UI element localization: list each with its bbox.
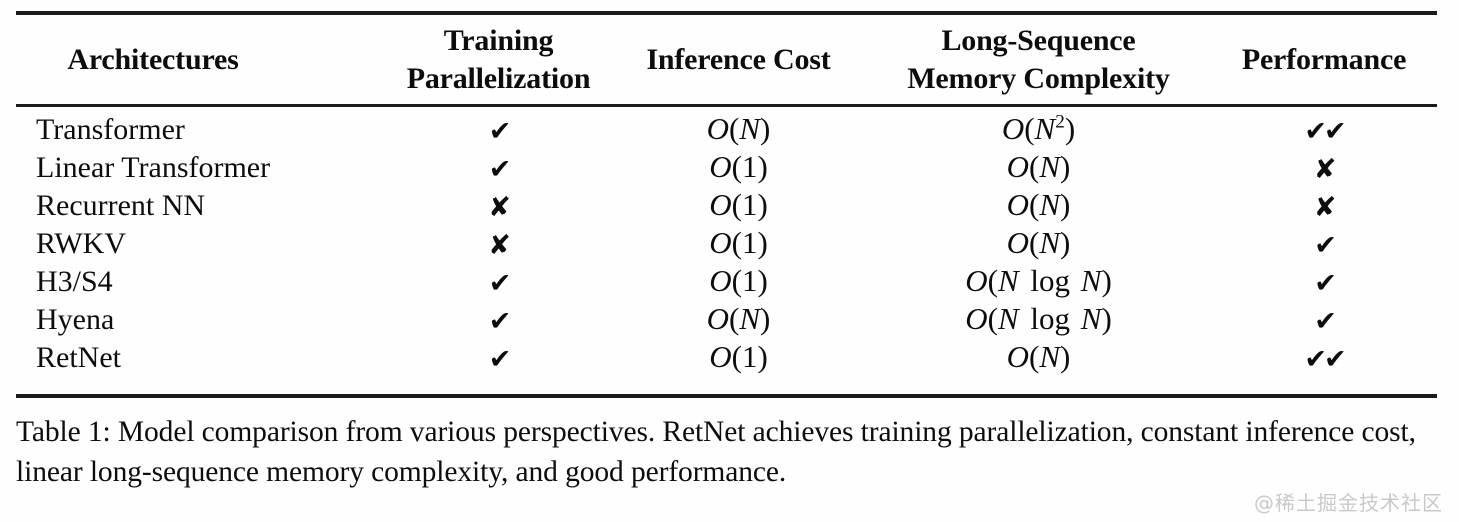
check-icon: ✔✔ xyxy=(1304,115,1346,147)
table-bottom-rule xyxy=(16,394,1437,398)
complexity-value: O(N log N) xyxy=(965,301,1112,336)
table-row: Linear Transformer ✔ O(1) O(N) ✘ xyxy=(16,148,1437,186)
cell-architecture: RetNet xyxy=(36,340,121,374)
cell-training-parallelization: ✔ xyxy=(386,104,611,148)
cross-icon: ✘ xyxy=(1313,153,1337,185)
cell-training-parallelization: ✔ xyxy=(386,148,611,186)
table-header-rule xyxy=(16,104,1437,107)
cell-performance: ✔ xyxy=(1211,262,1437,300)
cell-training-parallelization: ✘ xyxy=(386,224,611,262)
cross-icon: ✘ xyxy=(488,191,511,223)
complexity-value: O(N2) xyxy=(1001,111,1076,146)
cell-performance: ✘ xyxy=(1211,186,1437,224)
cell-architecture: H3/S4 xyxy=(36,264,113,298)
table-row: Recurrent NN ✘ O(1) O(N) ✘ xyxy=(16,186,1437,224)
cell-architecture: Transformer xyxy=(36,112,185,146)
cell-training-parallelization: ✘ xyxy=(386,186,611,224)
cell-memory-complexity: O(N) xyxy=(866,224,1211,262)
check-icon: ✔ xyxy=(488,115,512,147)
table-row: H3/S4 ✔ O(1) O(N log N) ✔ xyxy=(16,262,1437,300)
cell-memory-complexity: O(N) xyxy=(866,186,1211,224)
model-comparison-table: Architectures Training Parallelization I… xyxy=(16,15,1437,376)
check-icon: ✔✔ xyxy=(1304,343,1346,375)
check-icon: ✔ xyxy=(488,267,512,299)
cell-training-parallelization: ✔ xyxy=(386,300,611,338)
cell-inference-cost: O(N) xyxy=(611,104,866,148)
cell-memory-complexity: O(N) xyxy=(866,338,1211,376)
table-row: RWKV ✘ O(1) O(N) ✔ xyxy=(16,224,1437,262)
table-head: Architectures Training Parallelization I… xyxy=(16,15,1437,104)
cell-architecture: RWKV xyxy=(36,226,126,260)
cross-icon: ✘ xyxy=(1313,191,1337,223)
cell-architecture: Linear Transformer xyxy=(36,150,271,184)
complexity-value: O(N) xyxy=(1006,187,1071,222)
cell-architecture: Recurrent NN xyxy=(36,188,206,222)
check-icon: ✔ xyxy=(488,153,512,185)
table-body: Transformer ✔ O(N) O(N2) ✔✔ Linear Trans… xyxy=(16,104,1437,376)
complexity-value: O(1) xyxy=(709,225,768,260)
check-icon: ✔ xyxy=(488,343,512,375)
cell-performance: ✔ xyxy=(1211,300,1437,338)
check-icon: ✔ xyxy=(1314,267,1337,299)
complexity-value: O(N) xyxy=(1006,149,1071,184)
cell-performance: ✔✔ xyxy=(1211,104,1437,148)
table-row: Transformer ✔ O(N) O(N2) ✔✔ xyxy=(16,104,1437,148)
cell-architecture: Hyena xyxy=(36,302,115,336)
cell-performance: ✔ xyxy=(1211,224,1437,262)
column-header-training-parallelization: Training Parallelization xyxy=(406,23,591,95)
cell-inference-cost: O(1) xyxy=(611,262,866,300)
cell-performance: ✔✔ xyxy=(1211,338,1437,376)
cell-inference-cost: O(1) xyxy=(611,148,866,186)
cell-performance: ✘ xyxy=(1211,148,1437,186)
column-header-inference-cost: Inference Cost xyxy=(646,42,831,76)
column-header-memory-complexity: Long-Sequence Memory Complexity xyxy=(907,23,1170,95)
complexity-value: O(1) xyxy=(709,149,768,184)
table-caption: Table 1: Model comparison from various p… xyxy=(16,416,1416,488)
cell-memory-complexity: O(N2) xyxy=(866,104,1211,148)
complexity-value: O(1) xyxy=(709,263,768,298)
complexity-value: O(1) xyxy=(709,339,768,374)
check-icon: ✔ xyxy=(488,305,512,337)
table-row: RetNet ✔ O(1) O(N) ✔✔ xyxy=(16,338,1437,376)
cell-inference-cost: O(1) xyxy=(611,186,866,224)
complexity-value: O(N) xyxy=(1006,339,1071,374)
cell-memory-complexity: O(N log N) xyxy=(866,300,1211,338)
cell-training-parallelization: ✔ xyxy=(386,338,611,376)
cell-memory-complexity: O(N) xyxy=(866,148,1211,186)
cell-inference-cost: O(N) xyxy=(611,300,866,338)
cross-icon: ✘ xyxy=(488,229,511,261)
table-row: Hyena ✔ O(N) O(N log N) ✔ xyxy=(16,300,1437,338)
watermark: @稀土掘金技术社区 xyxy=(1254,491,1443,515)
complexity-value: O(1) xyxy=(709,187,768,222)
column-header-architectures: Architectures xyxy=(67,42,239,76)
cell-memory-complexity: O(N log N) xyxy=(866,262,1211,300)
complexity-value: O(N) xyxy=(706,301,771,336)
check-icon: ✔ xyxy=(1314,305,1337,337)
column-header-performance: Performance xyxy=(1241,42,1407,76)
cell-training-parallelization: ✔ xyxy=(386,262,611,300)
complexity-value: O(N) xyxy=(706,111,771,146)
cell-inference-cost: O(1) xyxy=(611,338,866,376)
complexity-value: O(N) xyxy=(1006,225,1071,260)
complexity-value: O(N log N) xyxy=(965,263,1112,298)
header-row: Architectures Training Parallelization I… xyxy=(16,15,1437,104)
table-top-rule xyxy=(16,11,1437,15)
check-icon: ✔ xyxy=(1314,229,1337,261)
cell-inference-cost: O(1) xyxy=(611,224,866,262)
